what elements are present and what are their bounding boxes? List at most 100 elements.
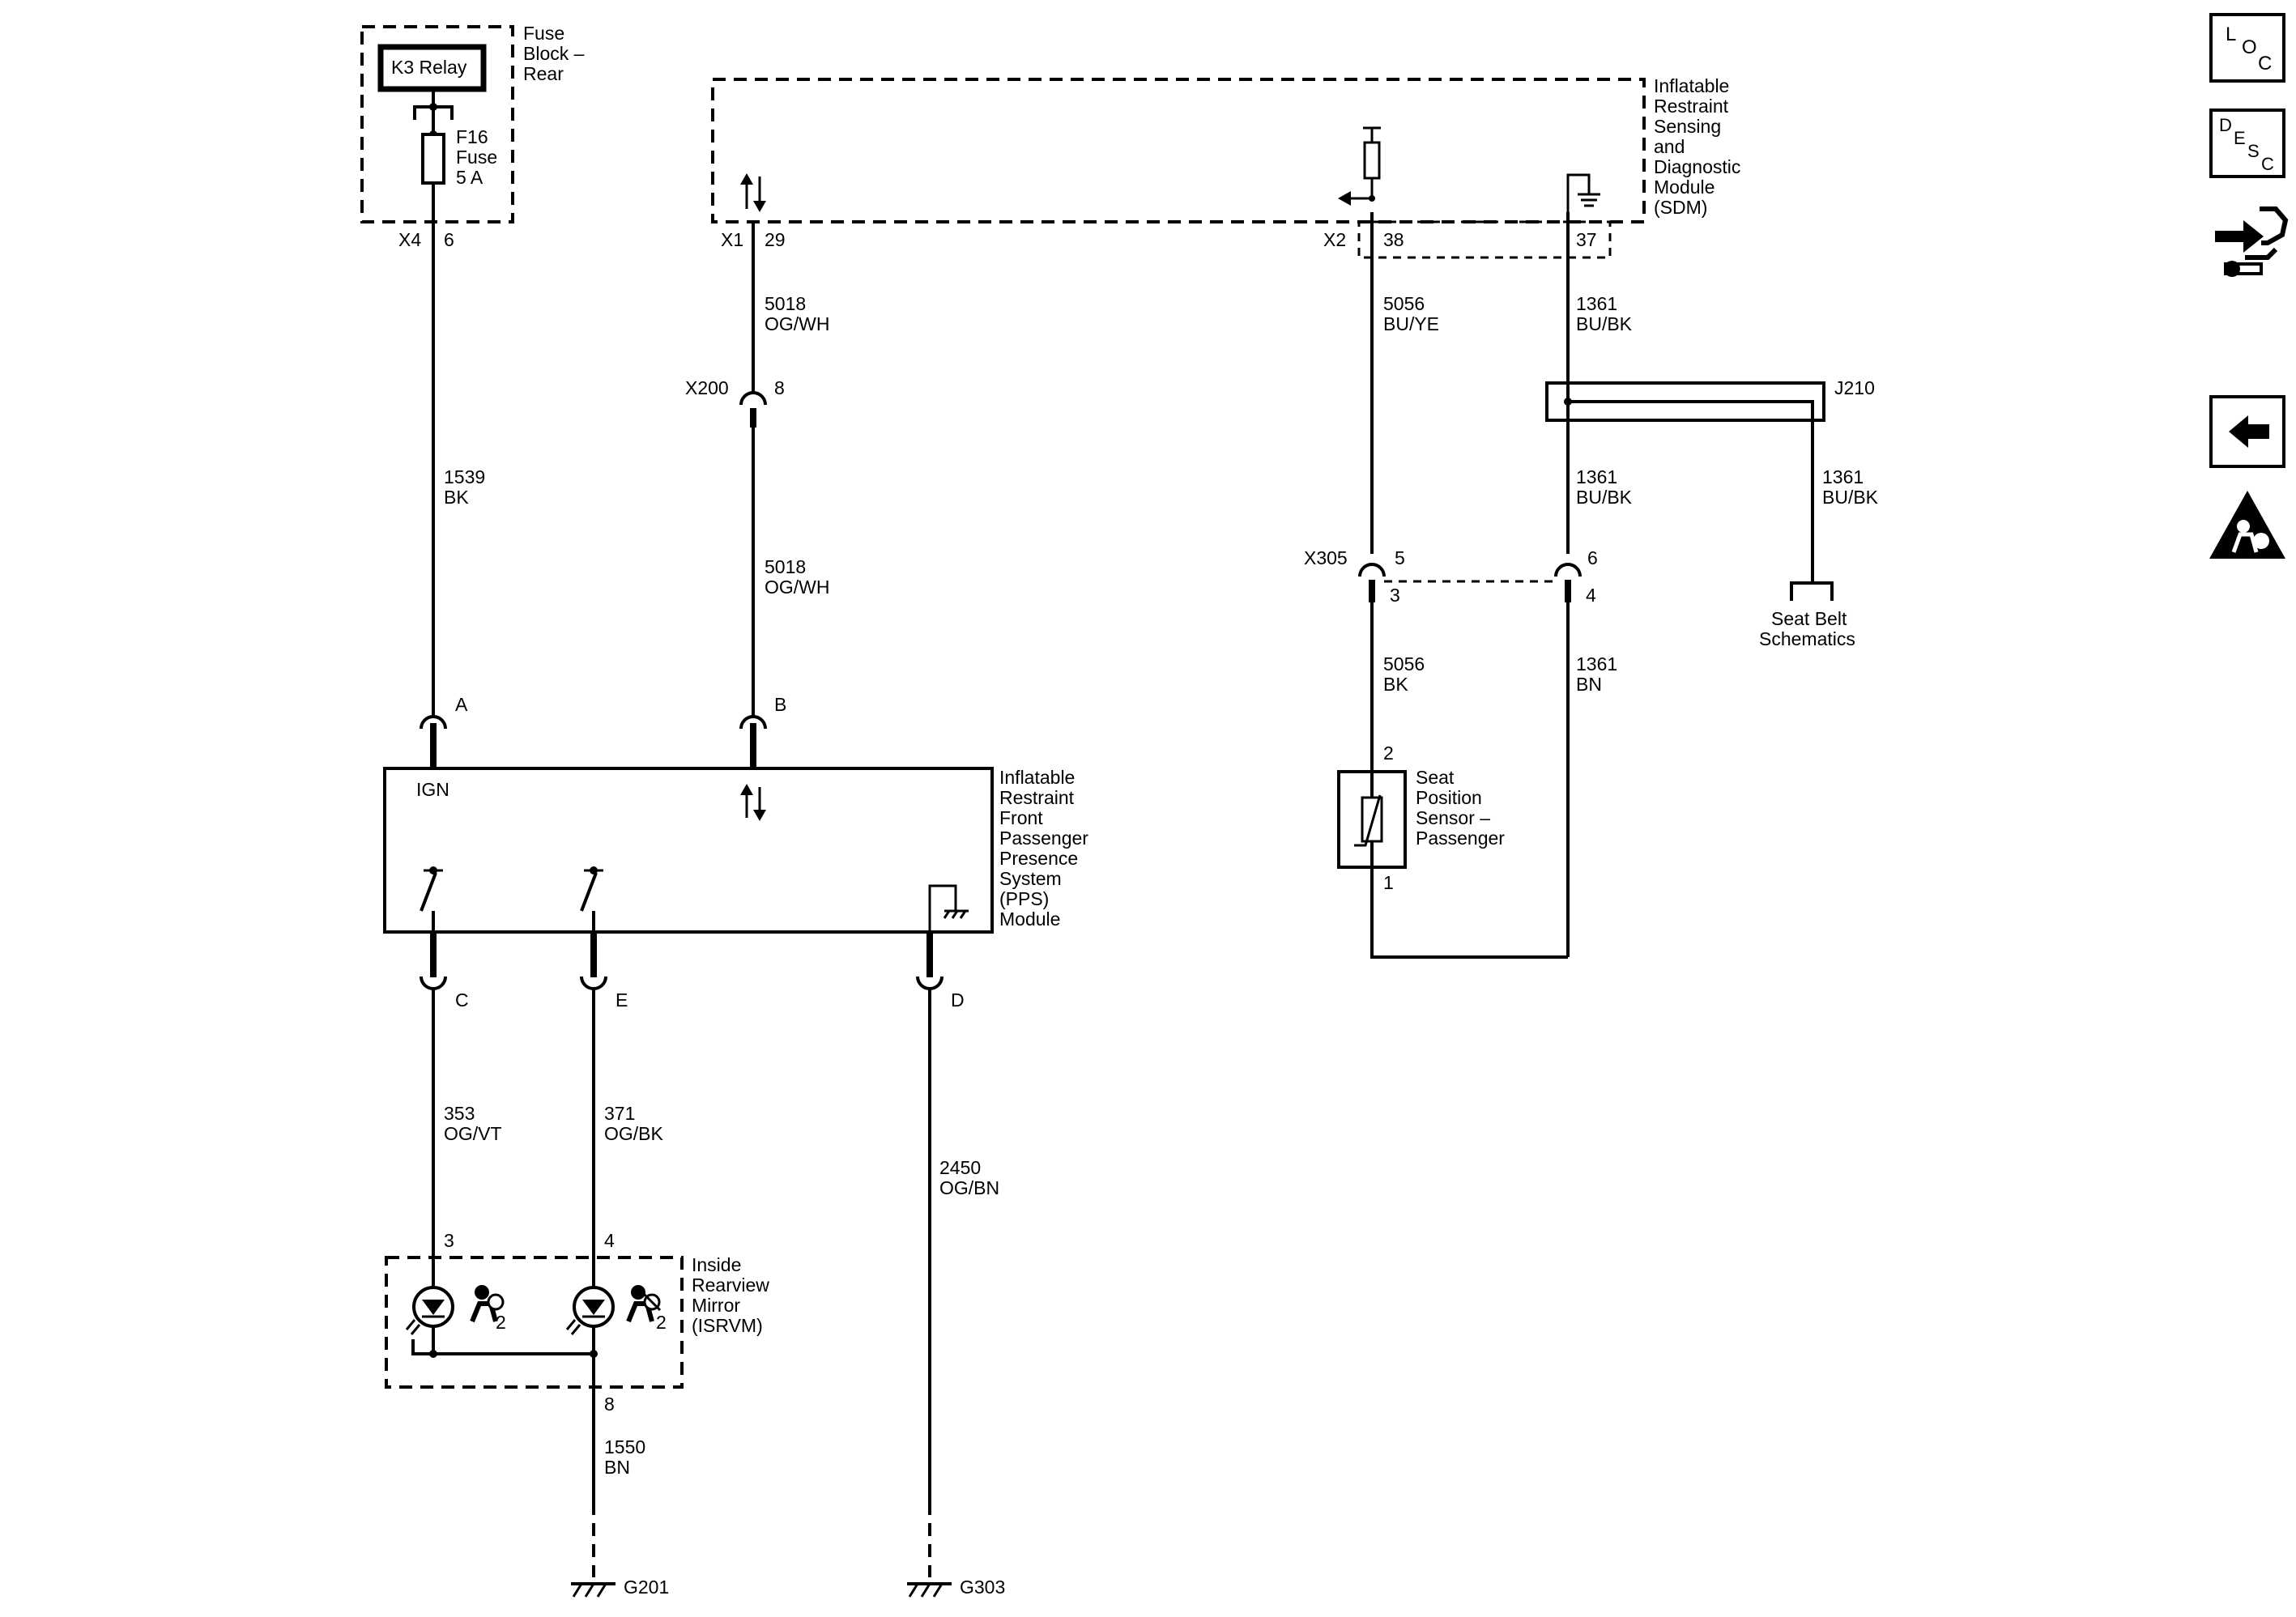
isrvm-pin-3-label: 3 xyxy=(444,1230,454,1251)
airbag-off-indicator-led-icon xyxy=(565,1286,615,1335)
x305-pin-3-label: 3 xyxy=(1390,585,1400,606)
wire-1539-number: 1539 xyxy=(444,466,485,487)
sensor-pin-1-label: 1 xyxy=(1383,872,1394,893)
x305-connector-label: X305 xyxy=(1304,547,1348,568)
wire-1361-color-4: BN xyxy=(1576,674,1602,695)
x1-connector-label: X1 xyxy=(721,229,743,250)
isrvm-title-4: (ISRVM) xyxy=(692,1315,763,1336)
pps-connector-d: D xyxy=(916,932,965,1011)
isrvm-title-2: Rearview xyxy=(692,1274,769,1296)
sdm-title-7: (SDM) xyxy=(1654,197,1707,218)
wire-5056-number-1: 5056 xyxy=(1383,293,1425,314)
pps-title-6: System xyxy=(999,868,1062,889)
location-view-button[interactable]: L O C xyxy=(2209,13,2285,83)
fuse-label-3: 5 A xyxy=(456,167,483,188)
x305-pin-6-label: 6 xyxy=(1587,547,1598,568)
pps-ground-icon xyxy=(928,884,969,932)
wire-5018: 5018 OG/WH X200 8 5018 OG/WH xyxy=(685,222,830,716)
pps-connector-b: B xyxy=(739,694,786,768)
wire-5056-color-1: BU/YE xyxy=(1383,313,1439,334)
wire-5056-number-2: 5056 xyxy=(1383,653,1425,674)
wire-5056: 5056 BU/YE xyxy=(1370,212,1439,554)
x305-pin-4-label: 4 xyxy=(1586,585,1596,606)
sdm-title-6: Module xyxy=(1654,177,1715,198)
back-arrow-icon xyxy=(2229,415,2269,448)
wire-5018-color-1: OG/WH xyxy=(765,313,830,334)
passenger-airbag-on-icon: 2 xyxy=(470,1285,506,1333)
pps-pin-b-label: B xyxy=(774,694,786,715)
sdm-module: Inflatable Restraint Sensing and Diagnos… xyxy=(711,75,1740,259)
pps-title-4: Passenger xyxy=(999,828,1088,849)
wire-353: 353 OG/VT xyxy=(432,989,502,1351)
isrvm-title-1: Inside xyxy=(692,1254,741,1275)
pps-connector-a: A xyxy=(420,694,468,768)
wire-1361-number-3: 1361 xyxy=(1822,466,1864,487)
wire-2450-color: OG/BN xyxy=(939,1177,999,1198)
wire-1361-color-2: BU/BK xyxy=(1576,487,1633,508)
wire-5056-color-2: BK xyxy=(1383,674,1408,695)
wire-1539-color: BK xyxy=(444,487,469,508)
x305-connector: X305 5 6 3 4 xyxy=(1304,547,1598,606)
airbag-warning-button[interactable] xyxy=(2209,491,2285,559)
desc-s: S xyxy=(2247,141,2260,161)
wire-5018-color-2: OG/WH xyxy=(765,577,830,598)
x2-connector-label: X2 xyxy=(1323,229,1346,250)
isrvm-title-3: Mirror xyxy=(692,1295,740,1316)
pps-switch-c-icon xyxy=(420,866,443,932)
airbag-on-indicator-led-icon xyxy=(405,1286,454,1335)
j210-splice: J210 1361 BU/BK Seat Belt Schematics xyxy=(1545,377,1879,649)
fuse-block-title-2: Block – xyxy=(523,43,585,64)
loc-l: L xyxy=(2226,23,2236,45)
fuse-label-1: F16 xyxy=(456,126,488,147)
desc-c: C xyxy=(2261,154,2274,174)
fuse-label-2: Fuse xyxy=(456,147,497,168)
pps-title-2: Restraint xyxy=(999,787,1075,808)
pps-pin-d-label: D xyxy=(951,989,965,1011)
desc-e: E xyxy=(2234,128,2246,148)
pps-title-8: Module xyxy=(999,908,1060,930)
back-button[interactable] xyxy=(2209,395,2285,468)
pps-module: IGN Inflatable Restraint xyxy=(383,767,1088,934)
fuse-block-rear: K3 Relay Fuse Block – Rear F16 Fuse 5 A … xyxy=(360,23,585,250)
wire-371-color: OG/BK xyxy=(604,1123,664,1144)
x4-connector-label: X4 xyxy=(398,229,421,250)
wire-1539: 1539 BK xyxy=(432,222,485,716)
wire-1361-color-3: BU/BK xyxy=(1822,487,1879,508)
sdm-title-1: Inflatable xyxy=(1654,75,1729,96)
diagnostic-connector-button[interactable] xyxy=(2211,202,2289,283)
f16-fuse xyxy=(421,133,445,185)
wire-353-number: 353 xyxy=(444,1103,475,1124)
k3-relay-label: K3 Relay xyxy=(391,57,467,78)
wire-5056-lower: 5056 BK xyxy=(1370,602,1425,772)
x2-pin-38-label: 38 xyxy=(1383,229,1404,250)
wire-1361-number-4: 1361 xyxy=(1576,653,1617,674)
x4-pin-label: 6 xyxy=(444,229,454,250)
isrvm-pin-8-label: 8 xyxy=(604,1394,615,1415)
seat-position-sensor: 2 1 Seat Position Sensor – Passenger xyxy=(1337,743,1568,959)
g303-label: G303 xyxy=(960,1577,1005,1598)
pps-ign-label: IGN xyxy=(416,779,449,800)
sdm-title-2: Restraint xyxy=(1654,96,1729,117)
sdm-title-5: Diagnostic xyxy=(1654,156,1740,177)
pps-data-arrows-icon xyxy=(740,784,766,821)
pps-pin-a-label: A xyxy=(455,694,468,715)
isrvm-pin-4-label: 4 xyxy=(604,1230,615,1251)
seat-belt-schematics-link-2[interactable]: Schematics xyxy=(1759,628,1855,649)
pps-connector-e: E xyxy=(580,932,628,1011)
x1-pin-label: 29 xyxy=(765,229,786,250)
seat-belt-schematics-link-1[interactable]: Seat Belt xyxy=(1771,608,1847,629)
pps-pin-c-label: C xyxy=(455,989,469,1011)
wire-5018-number-2: 5018 xyxy=(765,556,806,577)
fuse-block-title-3: Rear xyxy=(523,63,564,84)
pps-title-3: Front xyxy=(999,807,1043,828)
wire-5018-number-1: 5018 xyxy=(765,293,806,314)
diagnostic-wrench-icon xyxy=(2215,206,2289,277)
description-view-button[interactable]: D E S C xyxy=(2209,109,2285,178)
wire-1361-color-1: BU/BK xyxy=(1576,313,1633,334)
indicator-2-subscript: 2 xyxy=(656,1312,667,1333)
seat-sensor-title-1: Seat xyxy=(1416,767,1455,788)
sensor-pin-2-label: 2 xyxy=(1383,743,1394,764)
pps-pin-e-label: E xyxy=(616,989,628,1011)
ground-g303: G303 xyxy=(907,1577,1005,1598)
